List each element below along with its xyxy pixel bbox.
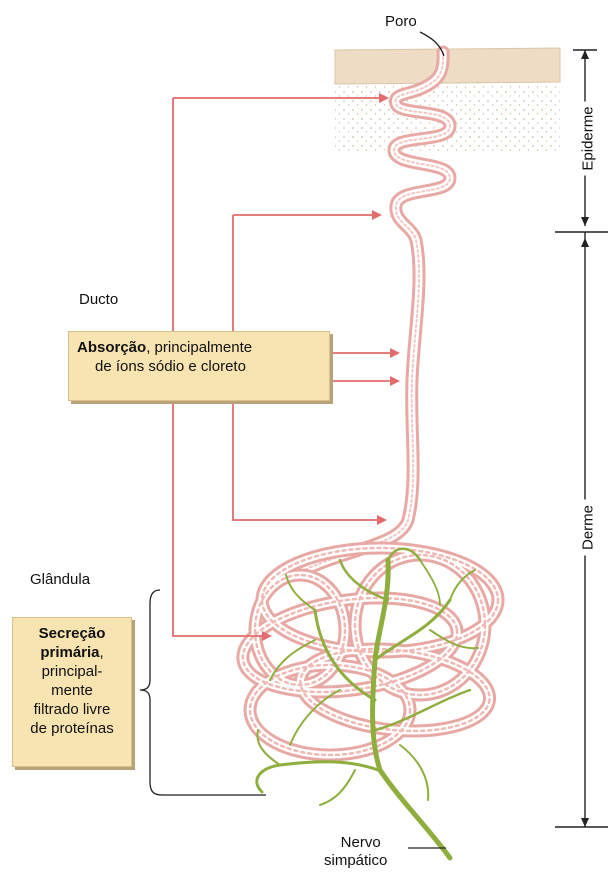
nervo-line2: simpático	[324, 852, 387, 869]
secrecao-line2: primária,	[13, 643, 131, 662]
gland-coil	[237, 548, 498, 755]
poro-label: Poro	[385, 13, 417, 30]
absorcao-box: Absorção, principalmente de íons sódio e…	[68, 331, 330, 401]
ducto-label: Ducto	[79, 291, 118, 308]
secrecao-line1: Secreção	[13, 624, 131, 643]
glandula-bracket	[140, 590, 266, 795]
secrecao-box: Secreção primária, principal- mente filt…	[12, 617, 132, 767]
nervo-label: Nervo simpático	[334, 834, 387, 870]
glandula-label: Glândula	[30, 571, 90, 588]
secrecao-line5: filtrado livre	[13, 700, 131, 719]
nervo-line1: Nervo	[341, 834, 381, 851]
absorcao-line1: Absorção, principalmente	[77, 338, 329, 357]
epiderme-label: Epiderme	[580, 102, 597, 176]
secrecao-line4: mente	[13, 681, 131, 700]
secrecao-line3: principal-	[13, 662, 131, 681]
derme-label: Derme	[580, 500, 597, 556]
absorcao-line2: de íons sódio e cloreto	[77, 357, 329, 376]
secrecao-line6: de proteínas	[13, 719, 131, 738]
